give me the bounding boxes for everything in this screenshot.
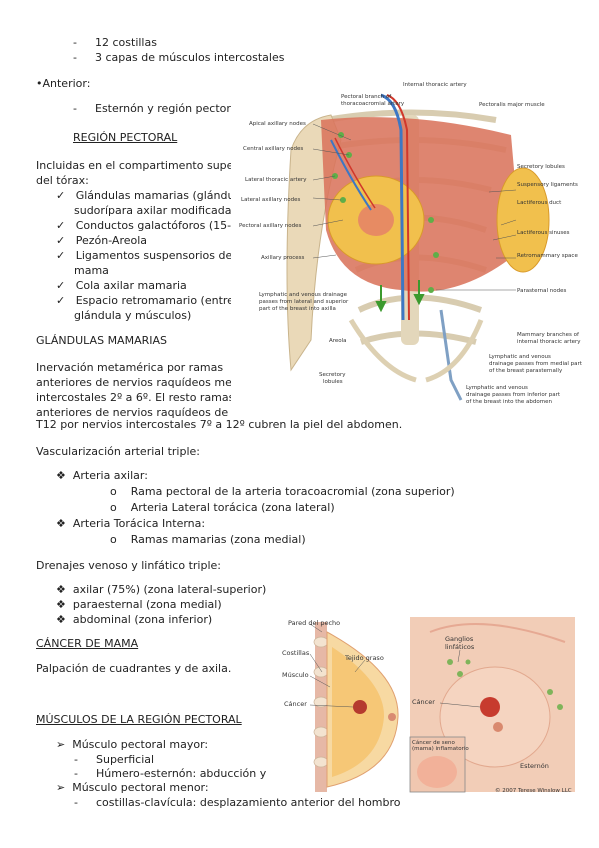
checklist-item: ✓ Espacio retromamario (entre: [56, 294, 234, 307]
breast-front-icon: [439, 666, 551, 768]
sub-item: o Rama pectoral de la arteria toracoacro…: [110, 485, 455, 498]
label-tejido: Tejido graso: [345, 654, 384, 662]
label-lymph-inf-3: of the breast into the abdomen: [466, 399, 552, 405]
label-lateral-axillary: Lateral axillary nodes: [241, 197, 301, 203]
copyright: © 2007 Terese Winslow LLC: [495, 788, 572, 794]
label-areola: Areola: [329, 338, 347, 344]
checklist-item: ✓ Conductos galactóforos (15-20): [56, 219, 250, 232]
paragraph-line: Palpación de cuadrantes y de axila.: [36, 662, 232, 675]
paragraph-line: anteriores de nervios raquídeos mediales: [36, 376, 265, 389]
label-lymphatic-3: part of the breast into axilla: [259, 306, 336, 312]
list-item: -Esternón y región pectoral: [73, 102, 241, 115]
label-pectoral-branch: Pectoral branch of: [341, 94, 392, 100]
lymph-nodes-front-icon: [447, 659, 563, 710]
label-lymph-inf-1: Lymphatic and venous: [466, 385, 528, 391]
list-item: -Superficial: [74, 753, 155, 766]
checklist-item: ✓ Cola axilar mamaria: [56, 279, 187, 292]
drenajes-title: Drenajes venoso y linfático triple:: [36, 559, 221, 572]
section-heading-musculos: MÚSCULOS DE LA REGIÓN PECTORAL: [36, 713, 242, 726]
mammary-gland-right-icon: [496, 167, 550, 273]
label-pectoral-axillary: Pectoral axillary nodes: [239, 223, 302, 229]
label-parasternal: Parasternal nodes: [517, 288, 567, 294]
label-suspensory: Suspensory ligaments: [517, 182, 578, 188]
list-item: -3 capas de músculos intercostales: [73, 51, 285, 64]
label-lateral-thoracic: Lateral thoracic artery: [245, 177, 307, 183]
label-esternon: Esternón: [520, 762, 549, 770]
label-retromammary: Retromammary space: [517, 253, 578, 259]
section-heading-region-pectoral: REGIÓN PECTORAL: [73, 131, 178, 144]
label-inflam-2: (mama) inflamatorio: [412, 746, 469, 752]
label-pared: Pared del pecho: [288, 619, 341, 627]
list-item-text: 3 capas de músculos intercostales: [95, 51, 285, 64]
arrow-list-item: ➢ Músculo pectoral menor:: [56, 781, 209, 794]
label-musculo: Músculo: [282, 671, 309, 679]
label-lactiferous-duct: Lactiferous duct: [517, 200, 562, 206]
label-lactiferous-sinuses: Lactiferous sinuses: [517, 230, 570, 236]
label-lymphatic-1: Lymphatic and venous drainage: [259, 292, 348, 298]
label-central: Central axillary nodes: [243, 146, 304, 152]
diamond-list-item: ❖ abdominal (zona inferior): [56, 613, 213, 626]
diamond-list-item: ❖ axilar (75%) (zona lateral-superior): [56, 583, 267, 596]
checklist-item-cont: sudorípara axilar modificada): [74, 204, 236, 217]
diamond-list-item: ❖ Arteria axilar:: [56, 469, 148, 482]
label-secretory-2: Secretory: [319, 372, 346, 378]
paragraph-line: Inervación metamérica por ramas: [36, 361, 224, 374]
label-pectoralis-major: Pectoralis major muscle: [479, 102, 545, 108]
anterior-label: •Anterior:: [36, 77, 91, 90]
label-mammary-2: internal thoracic artery: [517, 339, 581, 345]
breast-cancer-illustration: [309, 617, 575, 793]
tumor-front-icon: [480, 697, 500, 717]
checklist-item-cont: mama: [74, 264, 109, 277]
arrow-list-item: ➢ Músculo pectoral mayor:: [56, 738, 209, 751]
label-lymph-medial-1: Lymphatic and venous: [489, 354, 551, 360]
areola-icon: [358, 204, 394, 236]
checklist-item-cont: glándula y músculos): [74, 309, 192, 322]
vascularizacion-title: Vascularización arterial triple:: [36, 445, 200, 458]
label-lymphatic-2: passes from lateral and superior: [259, 299, 349, 305]
paragraph-line: del tórax:: [36, 174, 89, 187]
list-item-text: 12 costillas: [95, 36, 157, 49]
checklist-item: ✓ Ligamentos suspensorios de la: [56, 249, 246, 262]
checklist-item: ✓ Glándulas mamarias (glándula: [56, 189, 245, 202]
label-cancer: Cáncer: [284, 700, 307, 708]
paragraph-line: Incluidas en el compartimento superficia…: [36, 159, 264, 172]
label-ganglios-2: linfáticos: [445, 643, 475, 651]
checklist-item: ✓ Pezón-Areola: [56, 234, 148, 247]
label-inflam-1: Cáncer de seno: [412, 740, 455, 746]
breast-cancer-figure: Pared del pecho Costillas Tejido graso M…: [280, 612, 580, 798]
label-costillas: Costillas: [282, 649, 310, 657]
diamond-list-item: ❖ Arteria Torácica Interna:: [56, 517, 206, 530]
tumor-icon: [353, 700, 367, 714]
drainage-arrows-icon: [375, 280, 425, 313]
thorax-illustration: [286, 93, 550, 401]
breast-anatomy-figure: Internal thoracic artery Pectoral branch…: [231, 80, 591, 420]
label-axillary-process: Axillary process: [261, 255, 305, 261]
label-lobules: lobules: [323, 379, 343, 385]
label-apical: Apical axillary nodes: [249, 121, 306, 127]
label-lymph-medial-2: drainage passes from medial part: [489, 361, 582, 367]
label-thoracoacromial: thoracoacromial artery: [341, 101, 405, 107]
sub-item: o Ramas mamarias (zona medial): [110, 533, 306, 546]
section-heading-glandulas: GLÁNDULAS MAMARIAS: [36, 334, 167, 347]
label-ganglios-1: Ganglios: [445, 635, 474, 643]
paragraph-line: intercostales 2º a 6º. El resto ramas: [36, 391, 235, 404]
label-lymph-inf-2: drainage passes from inferior part: [466, 392, 561, 398]
vein-icon: [380, 93, 405, 321]
paragraph-line: anteriores de nervios raquídeos de: [36, 406, 229, 419]
label-secretory: Secretory lobules: [517, 164, 565, 170]
list-item: -12 costillas: [73, 36, 157, 49]
label-cancer-2: Cáncer: [412, 698, 435, 706]
section-heading-cancer: CÁNCER DE MAMA: [36, 637, 139, 650]
list-item: -costillas-clavícula: desplazamiento ant…: [74, 796, 401, 809]
label-internal-thoracic: Internal thoracic artery: [403, 82, 467, 88]
artery-icon: [386, 94, 410, 321]
nipple-icon: [388, 713, 396, 721]
sub-item: o Arteria Lateral torácica (zona lateral…: [110, 501, 335, 514]
label-mammary-1: Mammary branches of: [517, 332, 579, 338]
diamond-list-item: ❖ paraesternal (zona medial): [56, 598, 222, 611]
paragraph-line: T12 por nervios intercostales 7º a 12º c…: [36, 418, 403, 431]
list-item: -Húmero-esternón: abducción y: [74, 767, 267, 780]
label-lymph-medial-3: of the breast parasternally: [489, 368, 563, 374]
nipple-front-icon: [493, 722, 503, 732]
